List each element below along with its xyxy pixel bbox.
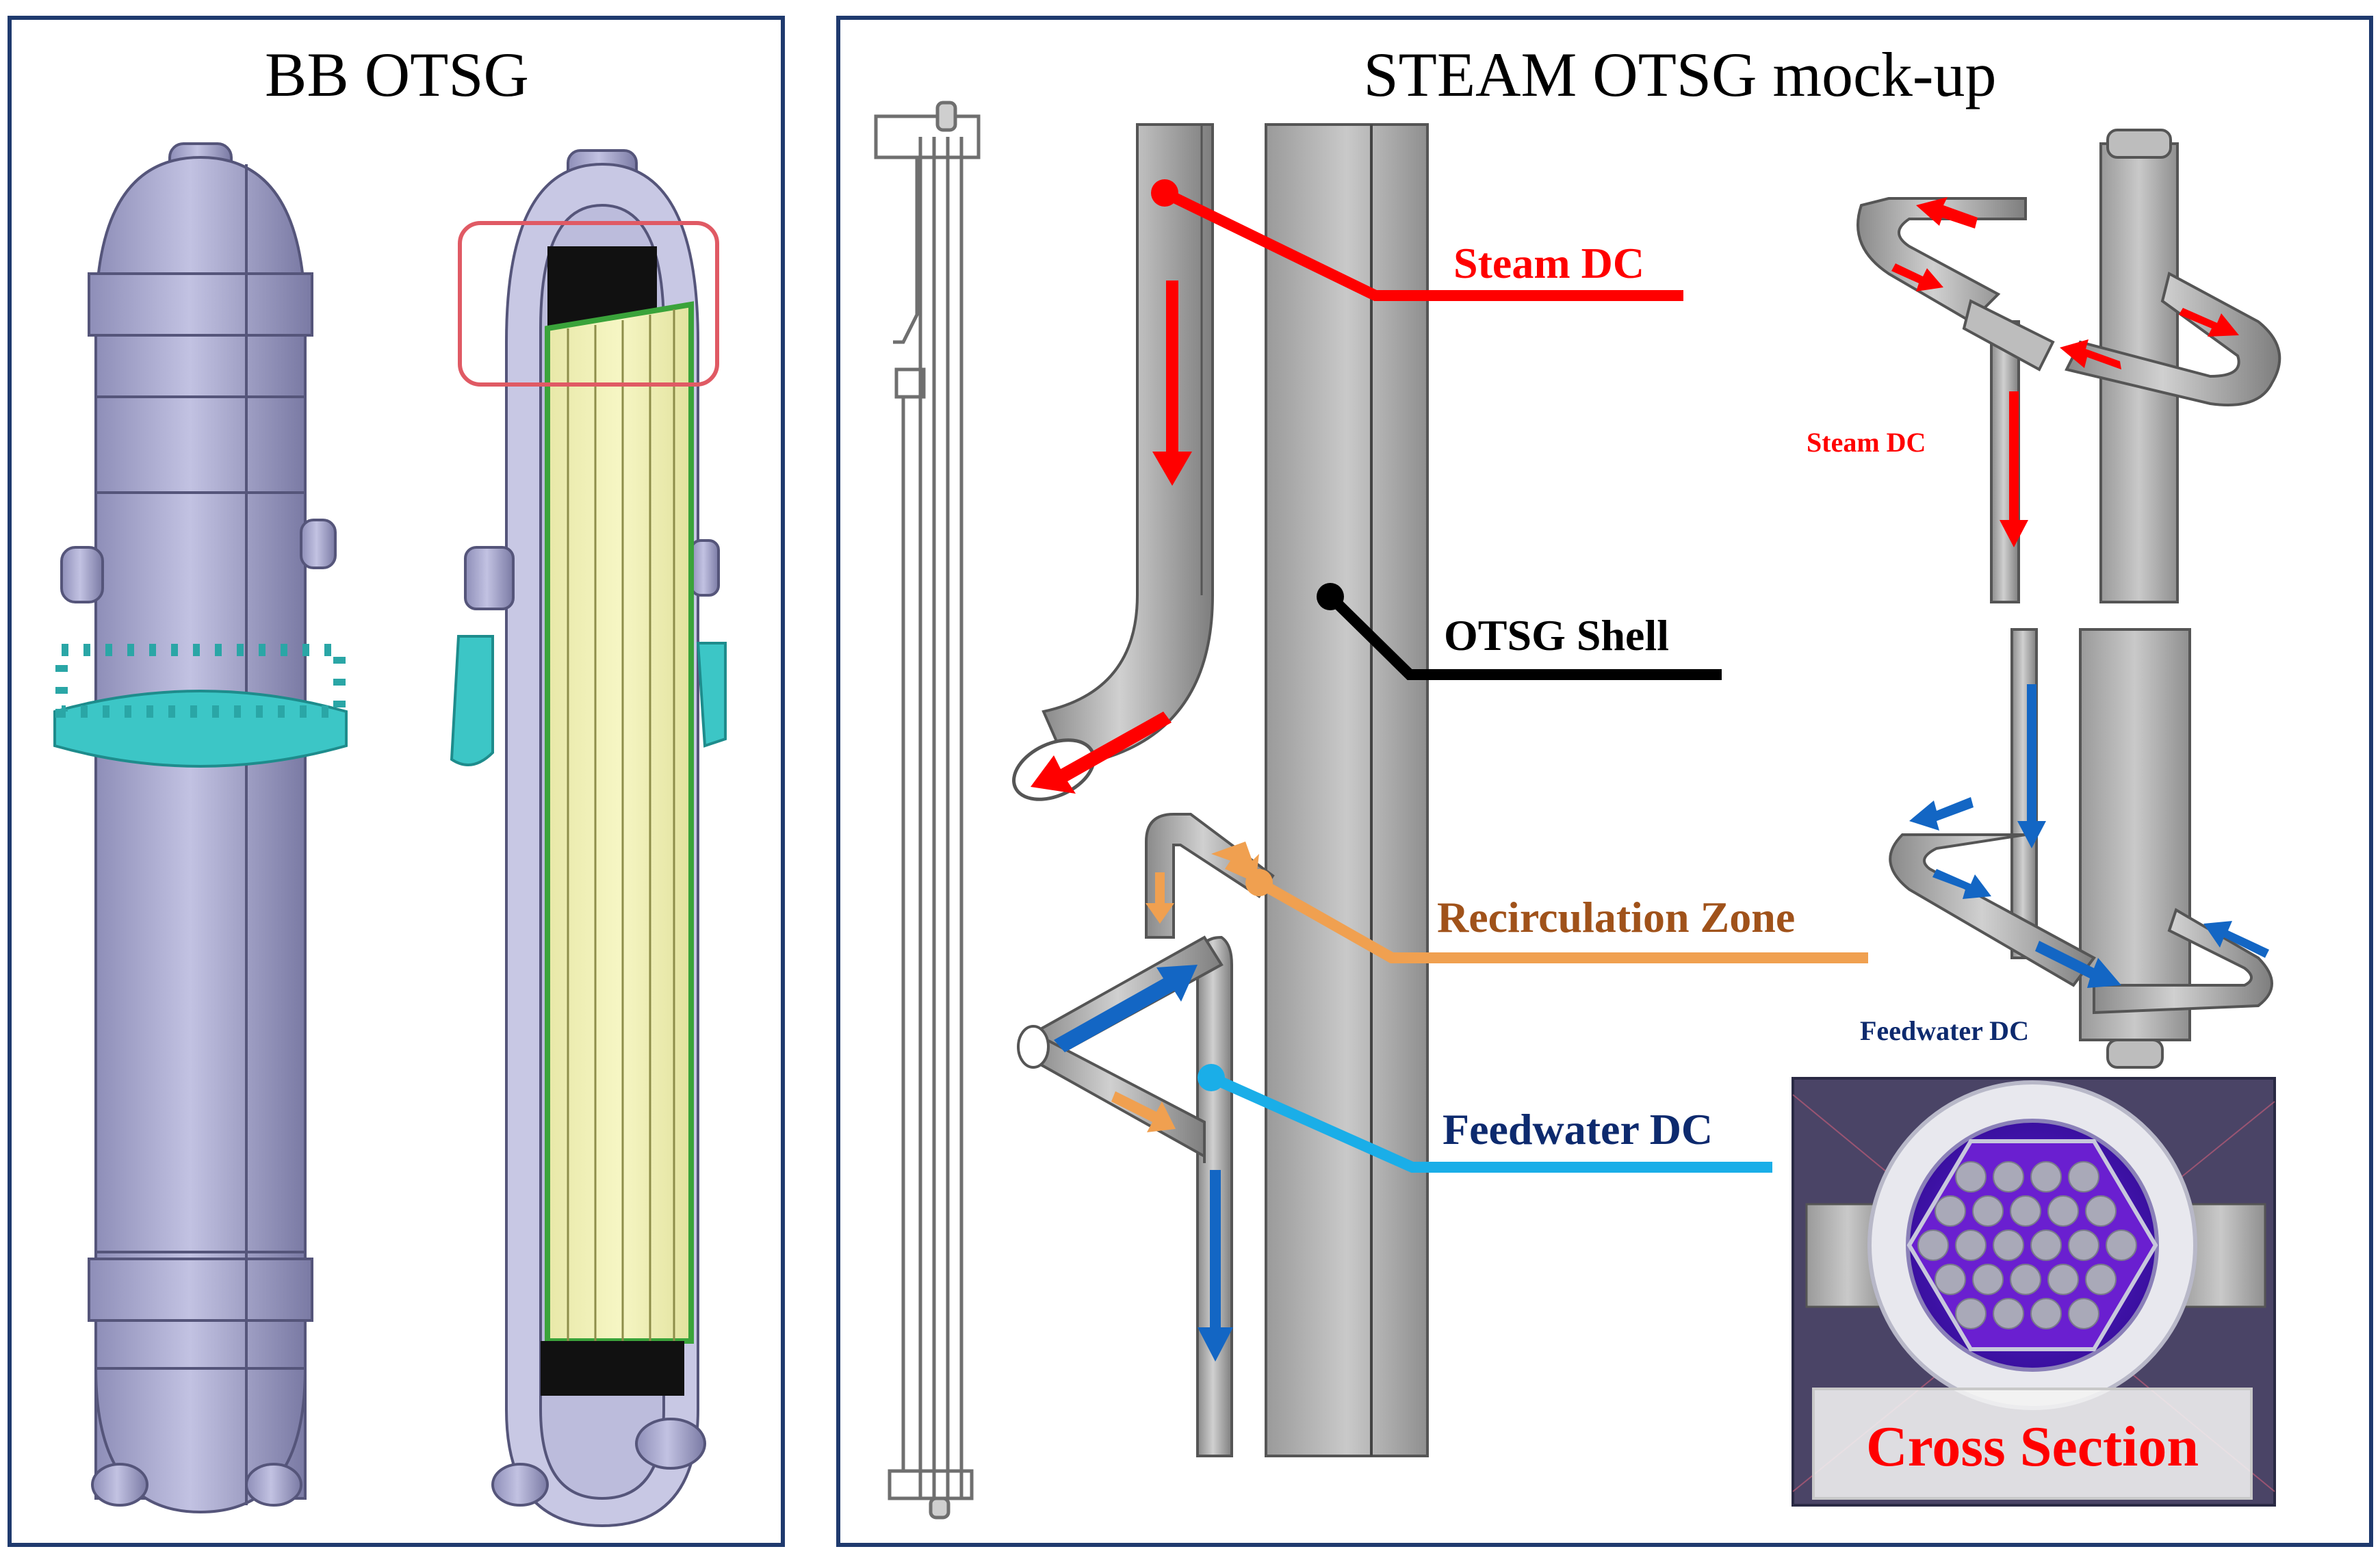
right-panel-title: STEAM OTSG mock-up <box>1363 40 1996 109</box>
bb-otsg-teal-support-ring <box>53 644 348 768</box>
lower-tube-plate <box>541 1341 684 1396</box>
steam-dc-inset-label: Steam DC <box>1807 427 1926 458</box>
cross-section-label-box <box>1812 1388 2253 1500</box>
upper-tube-plate <box>547 246 657 328</box>
steam-dc-detail-inset: Steam DC <box>1807 129 2281 603</box>
right-panel: STEAM OTSG mock-up <box>836 16 2373 1547</box>
steam-dc-leader <box>1151 179 1683 301</box>
feedwater-dc-detail-inset: Feedwater DC <box>1860 628 2273 1069</box>
feedwater-dc-inset-label: Feedwater DC <box>1860 1015 2029 1046</box>
feedwater-dc-label: Feedwater DC <box>1443 1105 1713 1154</box>
otsg-shell <box>1265 123 1429 1457</box>
steam-dc-flow-arrows <box>1031 281 1192 794</box>
tube-bundle-body <box>545 301 694 1344</box>
steam-dc-label: Steam DC <box>1453 239 1644 287</box>
recirculation-flow-arrows <box>1111 842 1259 1132</box>
left-panel-title: BB OTSG <box>265 40 529 109</box>
feedwater-flow-arrows <box>1054 965 1233 1362</box>
recirculation-zone-leader <box>1245 869 1868 963</box>
bb-otsg-cutaway-teal-supports <box>450 635 727 766</box>
header-highlight-box <box>458 221 719 387</box>
bb-otsg-external-vessel <box>60 142 337 1514</box>
otsg-shell-label: OTSG Shell <box>1444 611 1669 660</box>
recirculation-zone-label: Recirculation Zone <box>1437 893 1795 941</box>
left-panel: BB OTSG <box>8 16 785 1547</box>
cross-section-inset: Cross Section <box>1792 1077 2276 1507</box>
tube-bundle <box>541 246 694 1396</box>
feedwater-dc-leader <box>1198 1064 1772 1173</box>
mockup-overall-thin-view <box>874 101 981 1520</box>
otsg-shell-leader <box>1317 583 1722 680</box>
cross-section-label: Cross Section <box>1866 1415 2199 1479</box>
